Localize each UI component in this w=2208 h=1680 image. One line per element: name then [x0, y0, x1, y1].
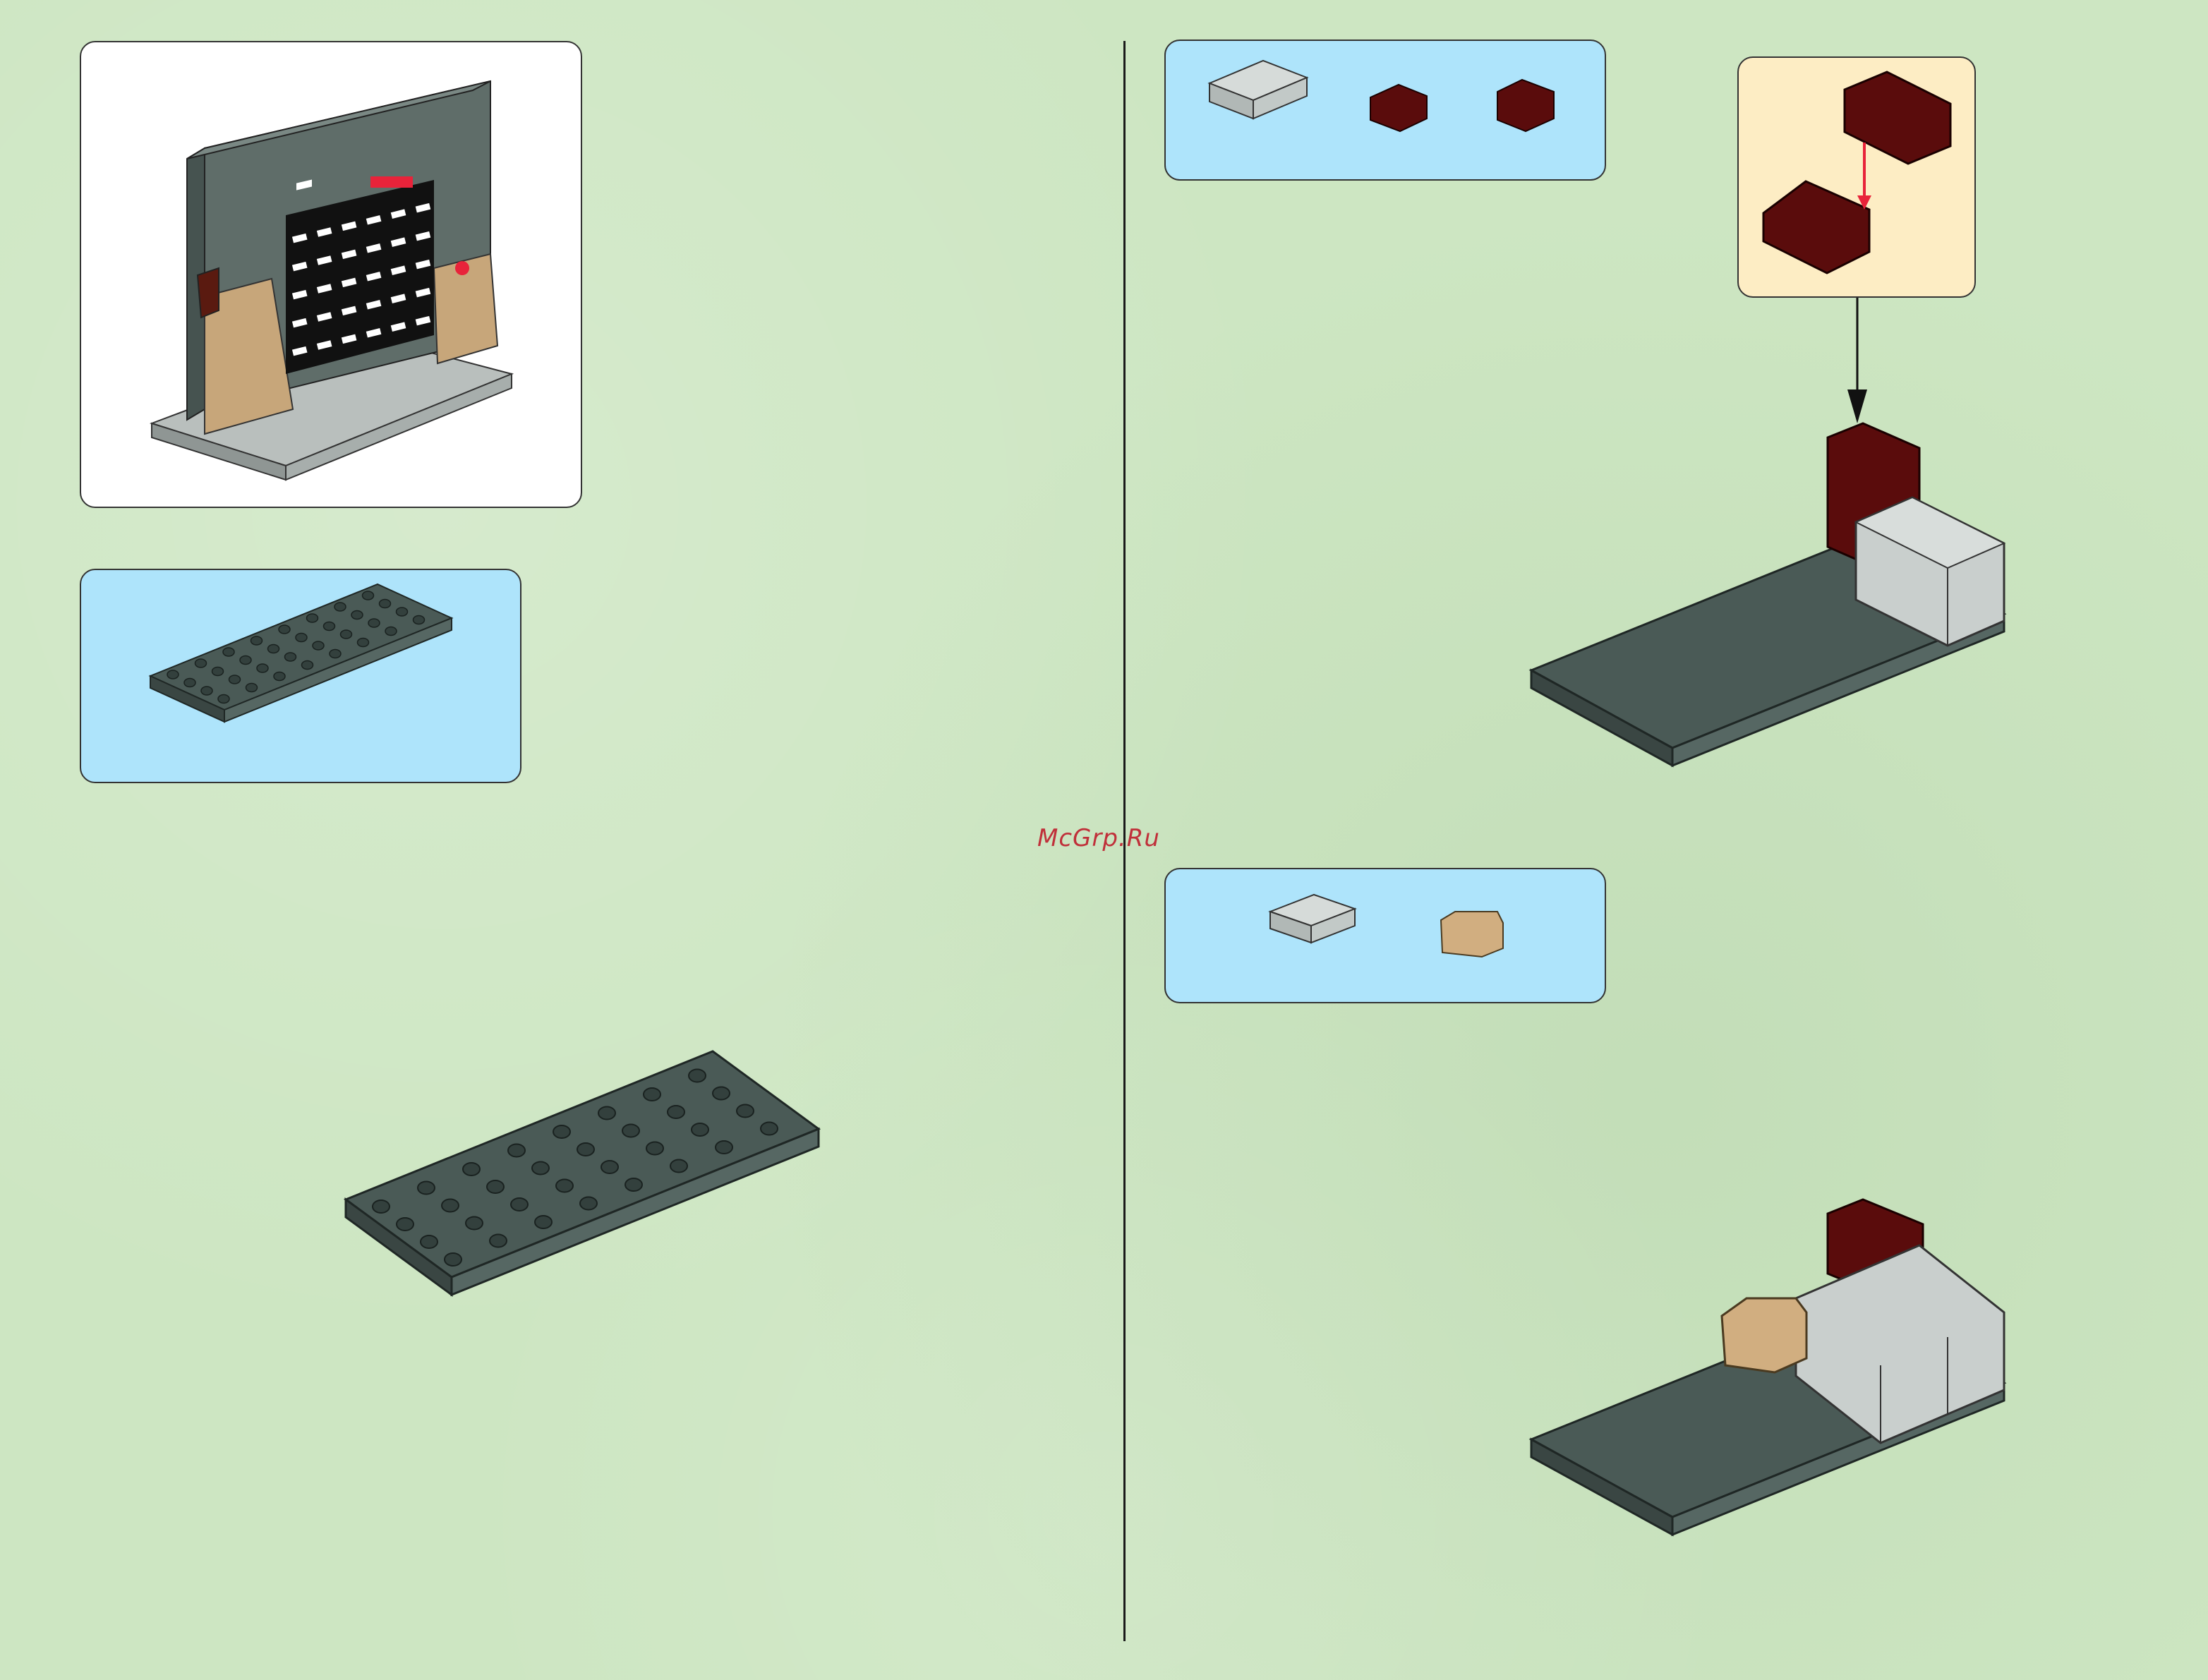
stud — [279, 625, 290, 634]
stud — [296, 634, 307, 642]
stud — [385, 627, 397, 636]
stud — [556, 1180, 573, 1192]
stud — [167, 670, 179, 679]
model-overview-panel — [80, 41, 582, 508]
stud — [644, 1088, 660, 1101]
step2-assembly — [1524, 416, 2018, 783]
stud — [229, 675, 241, 684]
stud — [535, 1216, 552, 1228]
stud — [368, 619, 380, 627]
step1-parts-panel — [80, 569, 521, 783]
stud — [324, 622, 335, 631]
stud — [713, 1087, 730, 1100]
stud — [223, 648, 234, 656]
stud — [418, 1182, 435, 1195]
stud — [397, 1218, 414, 1231]
stud — [274, 672, 285, 681]
stud — [689, 1070, 706, 1082]
stud — [622, 1125, 639, 1137]
stud — [397, 608, 408, 616]
stud — [737, 1105, 754, 1118]
step2-parts-images — [1166, 41, 1606, 181]
hinge-callout-image — [1739, 58, 1976, 298]
stud — [511, 1198, 528, 1211]
stud — [761, 1123, 778, 1135]
stud — [532, 1162, 549, 1175]
step1-plate-assembly — [339, 1044, 833, 1312]
step3-assembly — [1524, 1192, 2018, 1559]
stud — [466, 1217, 483, 1230]
step3-parts-panel — [1164, 868, 1606, 1003]
stud — [692, 1123, 708, 1136]
step3-parts-images — [1166, 869, 1606, 1003]
stud — [302, 661, 313, 670]
gate-model-image — [81, 42, 582, 508]
stud — [670, 1160, 687, 1173]
stud — [212, 667, 224, 676]
watermark-text: McGrp.Ru — [1037, 824, 1160, 852]
stud — [184, 679, 195, 687]
stud — [414, 616, 425, 624]
stud — [363, 591, 374, 600]
stud — [716, 1141, 732, 1154]
stud — [577, 1143, 594, 1156]
stud — [330, 650, 341, 658]
stud — [257, 664, 268, 672]
stud — [487, 1180, 504, 1193]
stud — [201, 687, 212, 695]
stud — [598, 1107, 615, 1120]
stud — [463, 1163, 480, 1176]
stud — [625, 1178, 642, 1191]
step2-arrow — [1843, 298, 1871, 425]
stud — [445, 1253, 461, 1266]
stud — [285, 653, 296, 661]
stud — [380, 600, 391, 608]
stud — [246, 684, 258, 692]
stud — [508, 1144, 525, 1157]
stud — [313, 641, 324, 650]
stud — [268, 645, 279, 653]
stud — [240, 656, 251, 665]
stud — [601, 1161, 618, 1173]
stud — [341, 630, 352, 639]
stud — [580, 1197, 597, 1210]
stud — [646, 1142, 663, 1155]
step2-callout-panel — [1737, 56, 1976, 298]
stud — [218, 695, 229, 703]
stud — [442, 1199, 459, 1212]
plate-4x8-part-image — [81, 570, 521, 783]
stud — [553, 1125, 570, 1138]
stud — [195, 659, 207, 667]
stud — [373, 1200, 390, 1213]
stud — [668, 1106, 684, 1118]
step2-parts-panel — [1164, 40, 1606, 181]
stud — [251, 636, 263, 645]
stud — [334, 603, 346, 611]
stud — [421, 1235, 438, 1248]
stud — [307, 614, 318, 622]
stud — [351, 611, 363, 620]
stud — [358, 639, 369, 647]
stud — [490, 1235, 507, 1247]
